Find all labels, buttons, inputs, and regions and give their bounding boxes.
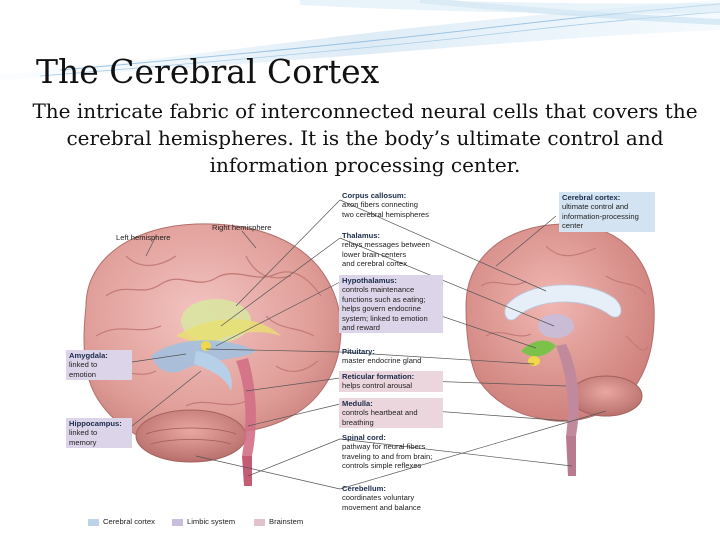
legend-swatch-cortex bbox=[88, 518, 99, 526]
decorative-header-swoosh bbox=[0, 0, 720, 80]
label-reticular-formation: Reticular formation: helps control arous… bbox=[339, 371, 443, 392]
legend-brainstem: Brainstem bbox=[254, 517, 303, 526]
left-brain-image bbox=[83, 223, 342, 486]
label-hippocampus: Hippocampus: linked to memory bbox=[66, 418, 132, 449]
label-corpus-callosum: Corpus callosum: axon fibers connecting … bbox=[342, 191, 429, 219]
left-hemisphere-label: Left hemisphere bbox=[116, 233, 171, 242]
slide-subtitle: The intricate fabric of interconnected n… bbox=[32, 99, 698, 177]
label-thalamus: Thalamus: relays messages between lower … bbox=[342, 231, 430, 269]
label-pituitary: Pituitary: master endocrine gland bbox=[342, 347, 422, 366]
legend-swatch-brainstem bbox=[254, 518, 265, 526]
label-amygdala: Amygdala: linked to emotion bbox=[66, 350, 132, 381]
brain-diagram: Left hemisphere Right hemisphere Corpus … bbox=[66, 186, 656, 530]
label-hypothalamus: Hypothalamus: controls maintenance funct… bbox=[339, 275, 443, 334]
legend-cerebral-cortex: Cerebral cortex bbox=[88, 517, 155, 526]
slide-title: The Cerebral Cortex bbox=[36, 52, 380, 91]
label-cerebellum: Cerebellum: coordinates voluntary moveme… bbox=[342, 484, 421, 512]
label-cerebral-cortex: Cerebral cortex: ultimate control and in… bbox=[559, 192, 655, 232]
label-medulla: Medulla: controls heartbeat and breathin… bbox=[339, 398, 443, 429]
legend-limbic-system: Limbic system bbox=[172, 517, 235, 526]
legend-swatch-limbic bbox=[172, 518, 183, 526]
right-hemisphere-label: Right hemisphere bbox=[212, 223, 272, 232]
label-spinal-cord: Spinal cord: pathway for neural fibers t… bbox=[342, 433, 433, 471]
right-brain-section-image bbox=[465, 223, 655, 476]
brain-illustration bbox=[83, 199, 655, 490]
